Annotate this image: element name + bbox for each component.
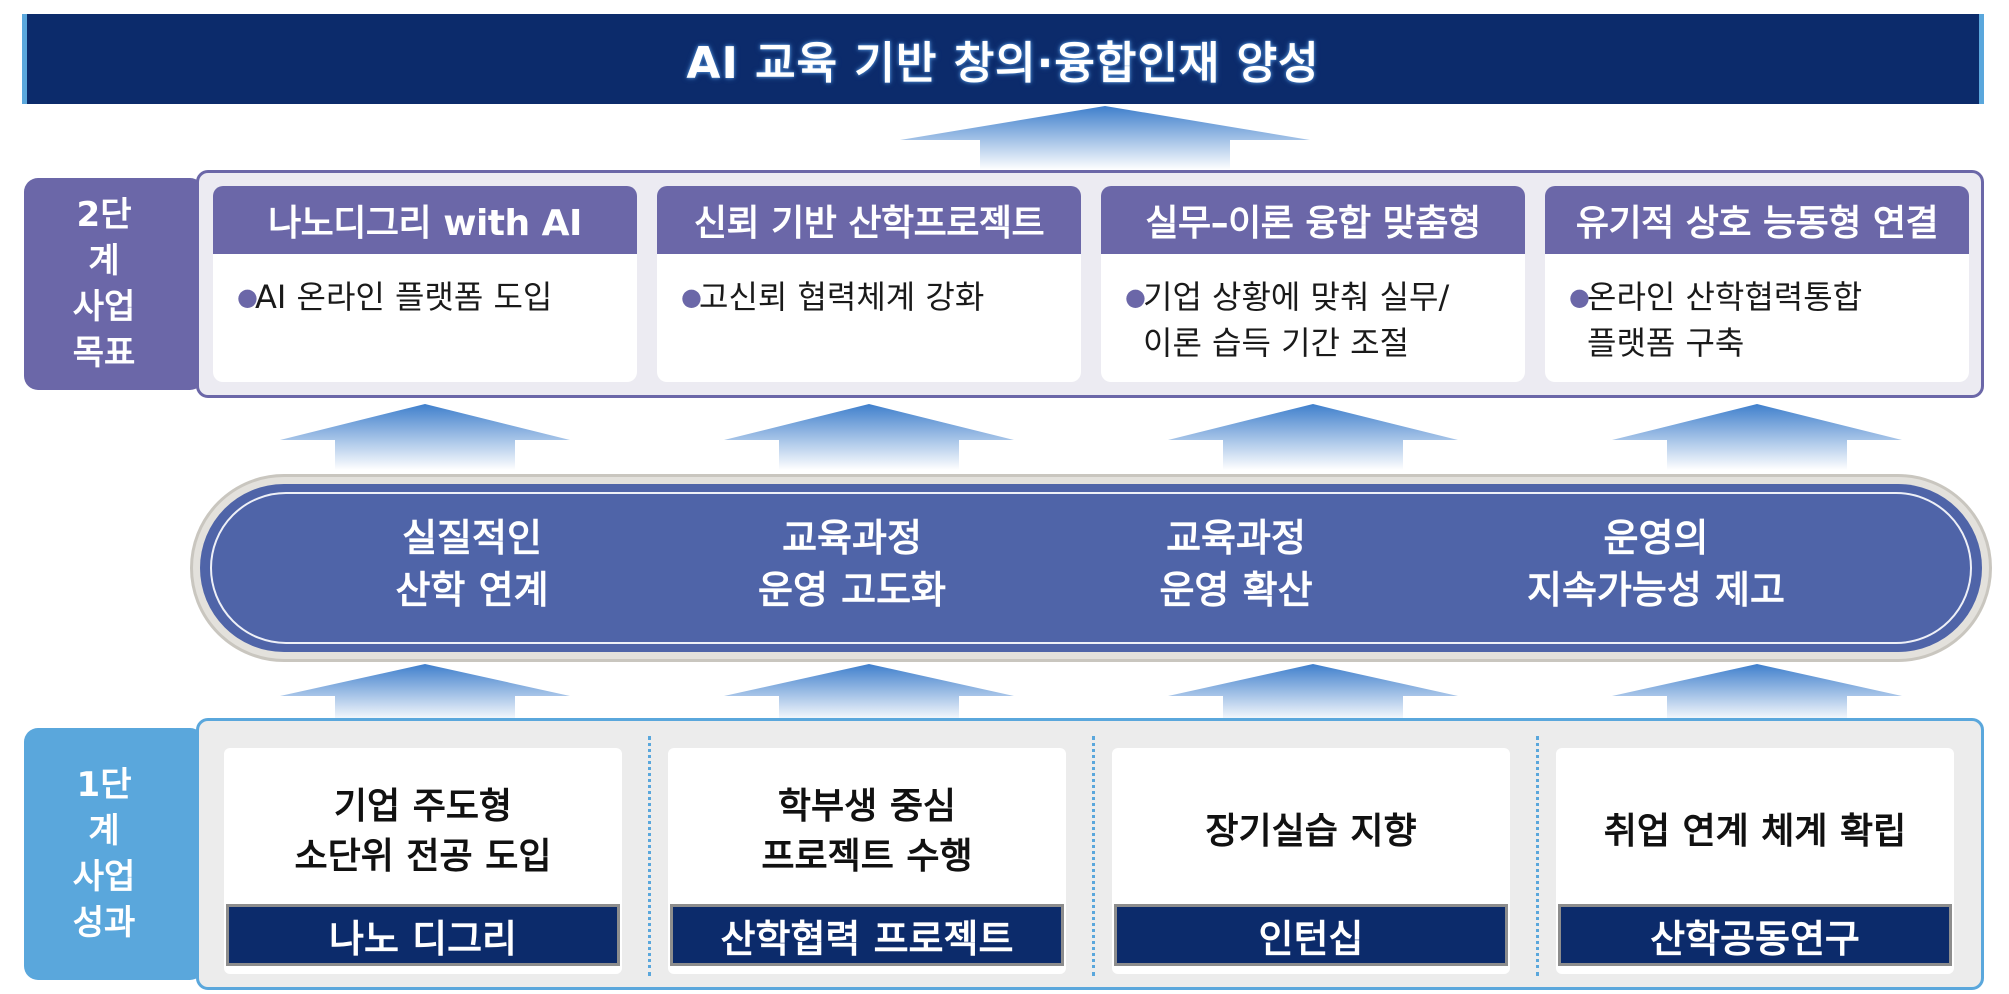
up-arrow-mid-2 (724, 404, 1014, 470)
strategy-capsule-inner (200, 484, 1982, 652)
achievement-card-joint-research: 취업 연계 체계 확립 산학공동연구 (1556, 748, 1954, 974)
bullet-icon: ● (237, 283, 258, 311)
stage1-label-line1: 1단계 (76, 765, 132, 851)
strategy-item: 실질적인 산학 연계 (395, 516, 549, 612)
goal-card-trust-project: 신뢰 기반 산학프로젝트 ●고신뢰 협력체계 강화 (657, 186, 1081, 382)
up-arrow-low-4 (1612, 664, 1902, 722)
up-arrow-top (900, 106, 1310, 170)
bullet-icon: ● (681, 283, 702, 311)
bullet-icon: ● (1569, 283, 1590, 311)
main-title: AI 교육 기반 창의·융합인재 양성 (686, 38, 1320, 89)
strategy-capsule-outline (210, 492, 1972, 644)
stage2-label-line2: 사업 (72, 287, 136, 327)
goal-heading: 신뢰 기반 산학프로젝트 (657, 186, 1081, 254)
up-arrow-mid-1 (280, 404, 570, 470)
achievement-card-nanodegree: 기업 주도형 소단위 전공 도입 나노 디그리 (224, 748, 622, 974)
achievement-card-internship: 장기실습 지향 인턴십 (1112, 748, 1510, 974)
divider (1092, 736, 1095, 976)
stage1-label: 1단계 사업 성과 (24, 728, 204, 980)
goal-text: 기업 상황에 맞춰 실무/ 이론 습득 기간 조절 (1143, 278, 1450, 362)
goal-text: 고신뢰 협력체계 강화 (699, 278, 985, 316)
stage2-label-line1: 2단계 (76, 195, 132, 281)
stage1-label-line3: 성과 (72, 903, 136, 943)
achievement-text: 기업 주도형 소단위 전공 도입 (294, 786, 552, 877)
goal-heading: 실무–이론 융합 맞춤형 (1101, 186, 1525, 254)
strategy-item: 교육과정 운영 확산 (1159, 516, 1313, 612)
achievement-bar: 산학협력 프로젝트 (670, 904, 1064, 966)
strategy-item: 교육과정 운영 고도화 (757, 516, 947, 612)
achievement-text: 장기실습 지향 (1205, 811, 1417, 852)
stage1-label-line2: 사업 (72, 857, 136, 897)
up-arrow-mid-3 (1168, 404, 1458, 470)
achievement-bar: 나노 디그리 (226, 904, 620, 966)
up-arrow-mid-4 (1612, 404, 1902, 470)
goal-heading: 유기적 상호 능동형 연결 (1545, 186, 1969, 254)
strategy-item: 운영의 지속가능성 제고 (1527, 516, 1785, 612)
up-arrow-low-1 (280, 664, 570, 722)
stage2-label: 2단계 사업 목표 (24, 178, 204, 390)
divider (1536, 736, 1539, 976)
goal-card-organic-connection: 유기적 상호 능동형 연결 ●온라인 산학협력통합 플랫폼 구축 (1545, 186, 1969, 382)
achievement-text: 학부생 중심 프로젝트 수행 (761, 786, 973, 877)
stage2-label-line3: 목표 (72, 333, 136, 373)
achievement-card-project: 학부생 중심 프로젝트 수행 산학협력 프로젝트 (668, 748, 1066, 974)
divider (648, 736, 651, 976)
achievement-text: 취업 연계 체계 확립 (1603, 811, 1907, 852)
goal-text: 온라인 산학협력통합 플랫폼 구축 (1587, 278, 1863, 362)
up-arrow-low-3 (1168, 664, 1458, 722)
goal-card-practice-theory: 실무–이론 융합 맞춤형 ●기업 상황에 맞춰 실무/ 이론 습득 기간 조절 (1101, 186, 1525, 382)
goal-card-nanodegree: 나노디그리 with AI ●AI 온라인 플랫폼 도입 (213, 186, 637, 382)
goal-heading: 나노디그리 with AI (213, 186, 637, 254)
goal-text: AI 온라인 플랫폼 도입 (255, 278, 553, 316)
bullet-icon: ● (1125, 283, 1146, 311)
title-banner: AI 교육 기반 창의·융합인재 양성 (22, 14, 1984, 104)
achievement-bar: 산학공동연구 (1558, 904, 1952, 966)
up-arrow-low-2 (724, 664, 1014, 722)
achievement-bar: 인턴십 (1114, 904, 1508, 966)
